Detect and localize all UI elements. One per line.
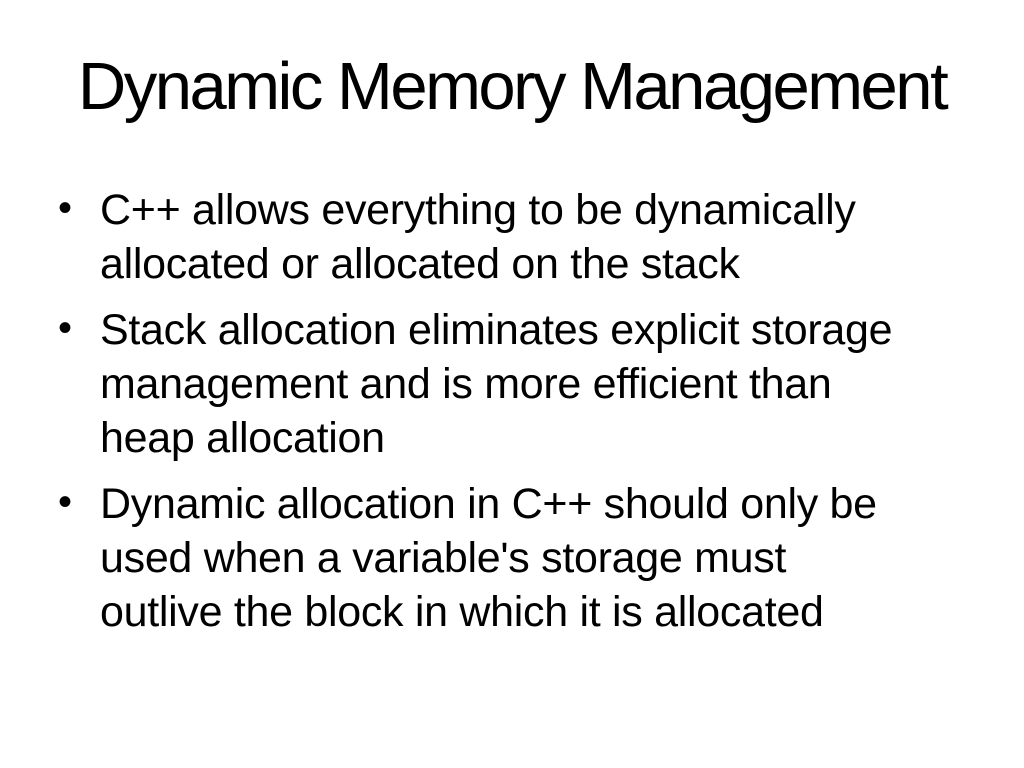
bullet-line: used when a variable's storage must: [100, 534, 787, 583]
bullet-line: Stack allocation eliminates explicit sto…: [100, 306, 893, 355]
bullet-icon: •: [58, 186, 72, 231]
bullet-line: heap allocation: [100, 414, 385, 463]
slide-title: Dynamic Memory Management: [77, 49, 949, 124]
bullet-item-3: • Dynamic allocation in C++ should only …: [58, 477, 984, 639]
bullet-icon: •: [58, 480, 72, 525]
bullet-line: allocated or allocated on the stack: [100, 240, 740, 289]
bullet-item-2: • Stack allocation eliminates explicit s…: [58, 303, 984, 465]
bullet-icon: •: [58, 306, 72, 351]
bullet-list: • C++ allows everything to be dynamicall…: [58, 183, 984, 639]
bullet-item-1: • C++ allows everything to be dynamicall…: [58, 183, 984, 291]
bullet-line: management and is more efficient than: [100, 360, 832, 409]
bullet-line: Dynamic allocation in C++ should only be: [100, 480, 877, 529]
bullet-line: C++ allows everything to be dynamically: [100, 186, 856, 235]
bullet-line: outlive the block in which it is allocat…: [100, 588, 824, 637]
